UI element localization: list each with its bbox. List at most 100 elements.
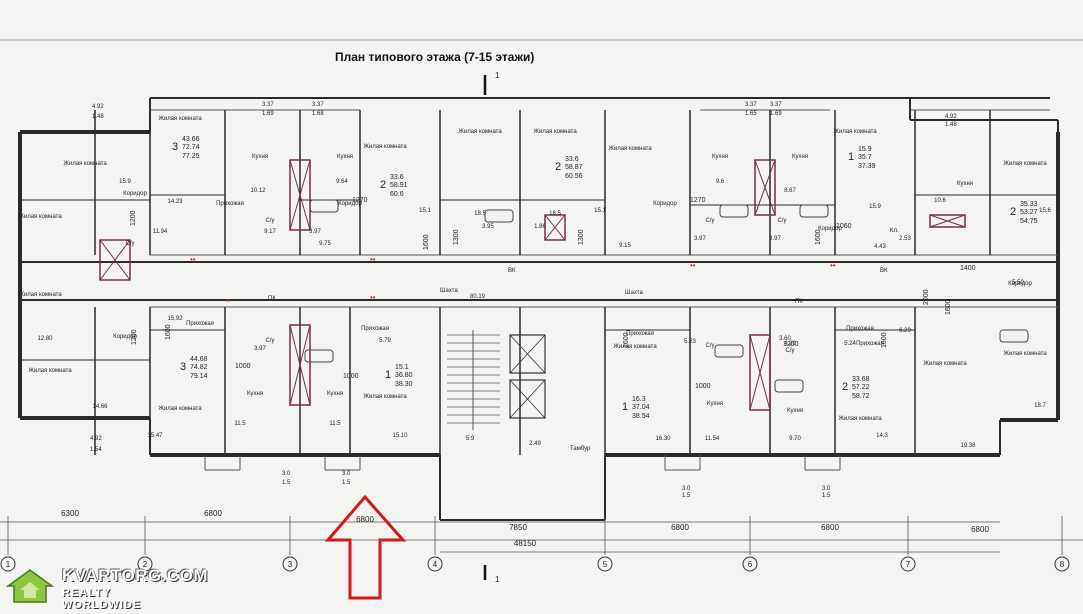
red-marker: •• [190,255,196,264]
inner-dimension: 1600 [945,299,952,315]
balcony-dimension: 3.37 [262,102,274,108]
room-area: 10.12 [250,188,266,194]
inner-dimension: 1600 [165,324,172,340]
watermark-title: KVARTORG.COM [62,566,209,585]
vk-label: ВК [508,268,516,274]
axis-label: 3 [288,560,293,569]
balcony-dimension: 1.48 [92,114,104,120]
inner-dimension: 1200 [783,341,799,348]
bathroom-label: С/у [706,218,715,224]
corridor-label: Коридор [818,226,842,232]
apartment-living-area: 43.66 [182,136,200,143]
span-dimension: 6800 [971,525,989,534]
span-dimension: 6800 [671,523,689,532]
kitchen-label: Кухня [337,154,353,160]
bathtub-shape [304,349,334,363]
inner-dimension: 1600 [815,229,822,245]
room-area: 14.3 [876,433,888,439]
room-area: 9.15 [619,243,631,249]
corridor-label: Коридор [113,334,137,340]
hall-label: Прихожая [856,341,884,347]
room-area: 15.9 [119,179,131,185]
balcony-dimension: 3.37 [312,102,324,108]
hall-label: Прихожая [626,331,654,337]
bathtub-shape [999,329,1029,343]
axis-label: 7 [906,560,911,569]
apartment-rooms: 1 [848,151,854,163]
shaft-cross [99,239,131,281]
axis-label: 1 [6,560,11,569]
living-room-label: Жилая комната [18,292,62,298]
corridor-label: Коридор [653,201,677,207]
room-area: 18.5 [474,211,486,217]
balcony-dimension: 1.69 [770,111,782,117]
apartment-rooms: 1 [385,369,391,381]
living-room-label: Жилая комната [28,368,72,374]
kitchen-label: Кухня [707,401,723,407]
apartment-total-with-balcony: 37.39 [858,163,876,170]
room-area: 9.75 [319,241,331,247]
apartment-living-area: 15.1 [395,364,409,371]
kitchen-label: Кухня [252,154,268,160]
balcony-dimension: 3.37 [770,102,782,108]
inner-dimension: 1600 [881,332,888,348]
room-area: 15.6 [1039,208,1051,214]
hall-label: Прихожая [216,201,244,207]
kitchen-label: Кухня [787,408,803,414]
inner-dimension: 1600 [423,234,430,250]
apartment-total-with-balcony: 54.75 [1020,218,1038,225]
room-area: 5.23 [684,339,696,345]
room-area: 4.20 [784,341,796,347]
bathroom-label: С/у [786,348,795,354]
section-mark: 1 [495,575,500,584]
room-area: 3.97 [309,229,321,235]
inner-dimension: 1200 [131,329,138,345]
shaft-box [289,324,311,406]
inner-dimension: 1060 [836,223,852,230]
red-marker: •• [690,261,696,270]
room-area: 18.5 [549,211,561,217]
shaft-cross [289,159,311,231]
apartment-total-with-balcony: 79.14 [190,373,208,380]
balcony-dimension: 1.68 [312,111,324,117]
apartment-total-area: 37.04 [632,404,650,411]
hall-label: Прихожая [846,326,874,332]
room-area: 19.38 [960,443,976,449]
axis-label: 5 [603,560,608,569]
storage-label: Кл. [890,228,899,234]
inner-dimension: 1000 [343,373,359,380]
inner-dimension: 1600 [623,332,630,348]
room-area: 1.86 [534,224,546,230]
shaft-box [754,159,776,216]
inner-dimension: 1000 [695,383,711,390]
apartment-rooms: 2 [842,381,848,393]
pk-label: ПК [268,296,276,302]
pk-label: ПК [795,299,803,305]
apartment-total-area: 72.74 [182,144,200,151]
bathtub-shape [714,344,744,358]
bathtub-shape [799,204,829,218]
room-area: 3.60 [779,336,791,342]
shaft-box [749,334,771,411]
room-area: 3.97 [254,346,266,352]
balcony-dimension: 1.65 [745,111,757,117]
inner-dimension: 1200 [130,210,137,226]
span-dimension: 6800 [204,509,222,518]
lift-cross [509,334,546,374]
bathroom-label: С/у [126,241,135,247]
kitchen-label: Кухня [712,154,728,160]
red-marker: •• [225,296,231,305]
room-area: 5.24 [844,341,856,347]
overall-dimension: 48150 [514,539,537,548]
span-dimension: 6300 [61,509,79,518]
room-area: 3.95 [482,224,494,230]
balcony-dimension: 1.5 [342,480,351,486]
bathtub-shape [309,199,339,213]
shaft-box [544,214,566,241]
inner-dimension: 1300 [578,229,585,245]
apartment-total-with-balcony: 77.25 [182,153,200,160]
kitchen-label: Кухня [957,181,973,187]
